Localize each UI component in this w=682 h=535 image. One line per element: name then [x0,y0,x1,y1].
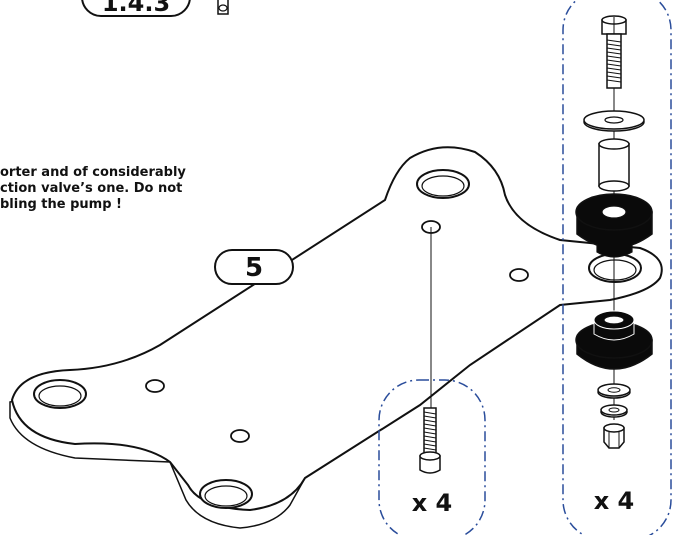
small-nut-icon [217,0,229,15]
lock-washer-icon [600,404,628,418]
hex-bolt-icon [601,15,627,89]
mount-hole [588,253,642,283]
warning-note: orter and of considerably ction valve’s … [0,165,186,212]
mount-stack-group-box [562,0,672,535]
note-line-3: bling the pump ! [0,197,122,212]
note-line-1: orter and of considerably [0,165,186,180]
rubber-mount-lower-icon [575,310,653,370]
flat-washer-icon [583,110,645,132]
mount-stack-quantity: x 4 [594,487,635,515]
spacer-sleeve-icon [598,138,630,192]
screw-group-box [378,379,486,535]
mount-hole [199,479,253,509]
step-number: 5 [245,253,263,283]
flat-washer-icon [597,383,631,399]
note-line-2: ction valve’s one. Do not [0,181,182,196]
small-hole [145,379,165,393]
screw-quantity: x 4 [412,489,453,517]
callout-ref-label: 1.4.3 [102,0,170,17]
base-plate [9,146,663,529]
hex-nut-icon [603,423,625,449]
cap-screw-icon [419,407,441,474]
step-callout: 5 [214,249,294,285]
small-hole [230,429,250,443]
mount-hole [33,379,87,409]
small-hole [509,268,529,282]
mount-hole [416,169,470,199]
callout-ref-1-4-3: 1.4.3 [81,0,191,17]
rubber-mount-upper-icon [575,193,653,258]
